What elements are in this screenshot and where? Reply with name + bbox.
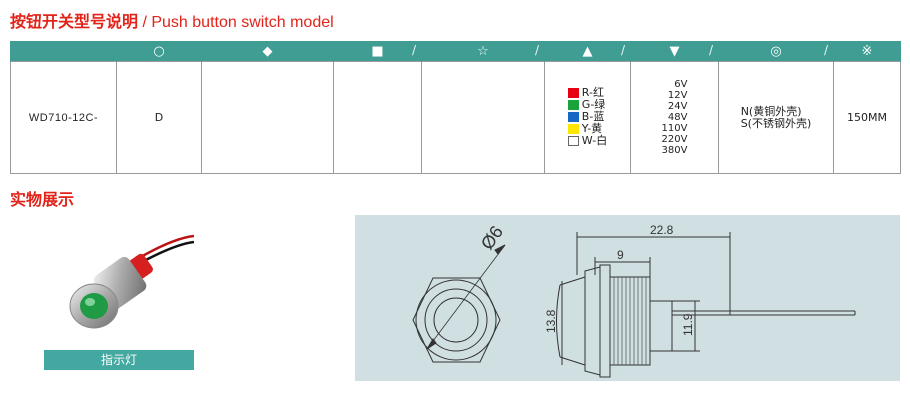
header-reference-mark: ※ bbox=[833, 41, 901, 62]
header-square: ■/ bbox=[333, 41, 422, 62]
header-diamond: ◆ bbox=[201, 41, 334, 62]
length-cell: 150MM bbox=[833, 61, 901, 174]
model-spec-table: ○ ◆ ■/ ☆/ ▲/ ▼/ ◎/ ※ WD710-12C- D R-红 G-… bbox=[10, 41, 901, 174]
header-row: ○ ◆ ■/ ☆/ ▲/ ▼/ ◎/ ※ bbox=[10, 41, 901, 62]
color-yellow: Y-黄 bbox=[567, 122, 607, 135]
title-cn: 按钮开关型号说明 bbox=[10, 12, 139, 31]
title-en: / Push button switch model bbox=[138, 14, 334, 31]
color-white: W-白 bbox=[567, 134, 607, 147]
photo-caption: 指示灯 bbox=[44, 350, 194, 370]
dim-body-diameter: 11.9 bbox=[681, 313, 695, 336]
header-star: ☆/ bbox=[421, 41, 545, 62]
header-model bbox=[10, 41, 117, 62]
green-swatch bbox=[567, 99, 579, 110]
header-triangle-down: ▼/ bbox=[630, 41, 719, 62]
color-red: R-红 bbox=[567, 86, 607, 99]
color-list: R-红 G-绿 B-蓝 Y-黄 W-白 bbox=[567, 86, 607, 147]
dim-overall-length: 22.8 bbox=[650, 223, 674, 237]
page-title: 按钮开关型号说明 / Push button switch model bbox=[10, 8, 334, 32]
header-triangle-up: ▲/ bbox=[544, 41, 631, 62]
empty-cell-2 bbox=[333, 61, 422, 174]
material-cell: N(黄铜外壳)S(不锈钢外壳) bbox=[718, 61, 834, 174]
rear-body bbox=[649, 300, 673, 352]
section-title-real-product: 实物展示 bbox=[10, 190, 75, 209]
code-cell: D bbox=[116, 61, 202, 174]
header-double-circle: ◎/ bbox=[718, 41, 834, 62]
technical-drawing-svg: 22.8 9 13.8 11.9 Ø6 bbox=[412, 222, 856, 378]
indicator-light-photo bbox=[69, 234, 194, 329]
empty-cell-3 bbox=[421, 61, 545, 174]
dim-height: 13.8 bbox=[544, 309, 558, 333]
color-options-cell: R-红 G-绿 B-蓝 Y-黄 W-白 bbox=[544, 61, 631, 174]
color-blue: B-蓝 bbox=[567, 110, 607, 123]
nut-side bbox=[584, 266, 601, 376]
yellow-swatch bbox=[567, 123, 579, 134]
dimension-drawing: 22.8 9 13.8 11.9 Ø6 bbox=[355, 215, 900, 381]
color-green: G-绿 bbox=[567, 98, 607, 111]
empty-cell-1 bbox=[201, 61, 334, 174]
white-swatch bbox=[567, 135, 579, 146]
header-circle: ○ bbox=[116, 41, 202, 62]
red-swatch bbox=[567, 87, 579, 98]
model-cell: WD710-12C- bbox=[10, 61, 117, 174]
blue-swatch bbox=[567, 111, 579, 122]
material-list: N(黄铜外壳)S(不锈钢外壳) bbox=[740, 104, 812, 130]
dim-thread-length: 9 bbox=[617, 248, 624, 262]
